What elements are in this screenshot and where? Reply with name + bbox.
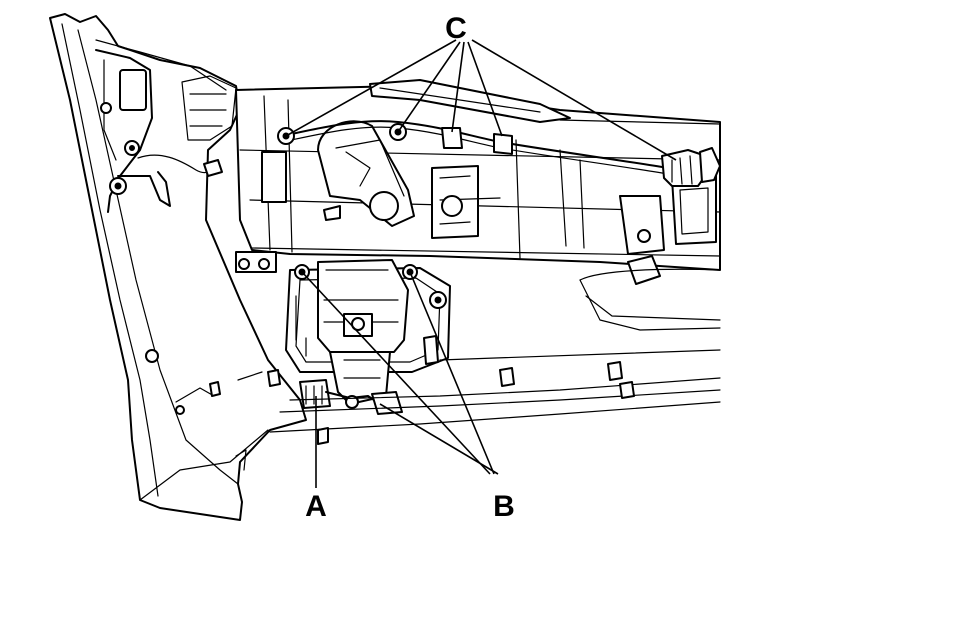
leader-c-3 [451,41,465,133]
left-mount-bracket [95,49,237,213]
leader-c-5 [471,39,677,161]
callout-c-label: C [445,12,467,45]
callout-b-label: B [493,490,515,523]
lower-fascia [145,268,721,471]
leader-b-2 [409,271,495,475]
leader-c-2 [397,41,461,133]
leader-c-4 [467,41,503,137]
bumper-fascia [49,13,307,521]
callout-leaders [285,39,677,488]
upper-trim-strip [369,79,721,125]
callout-a-label: A [305,490,327,523]
center-bracket [285,259,451,405]
leader-c-1 [285,39,457,137]
leader-b-1 [301,271,491,475]
leader-b-3 [379,403,499,475]
impact-bar-beam [235,85,721,285]
